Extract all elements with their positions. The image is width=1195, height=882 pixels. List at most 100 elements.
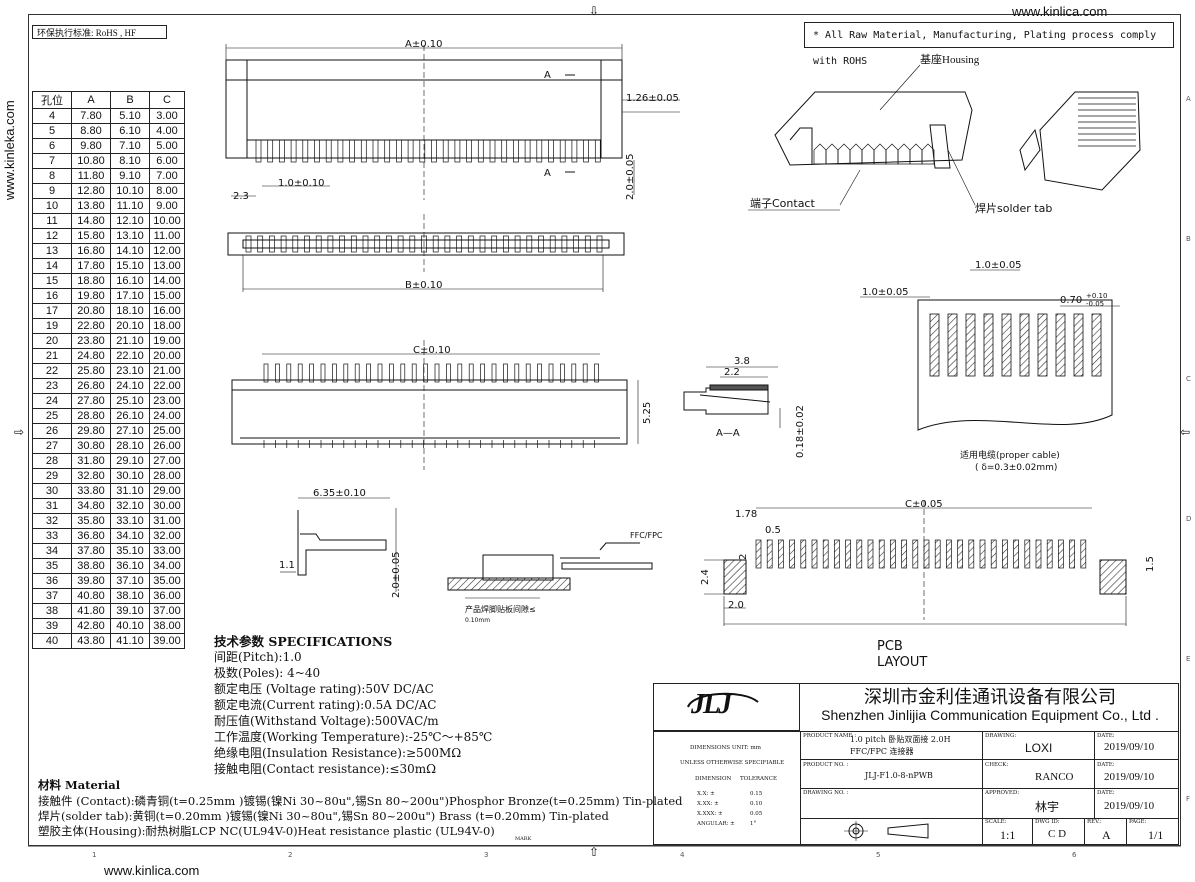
pin: [325, 139, 332, 163]
contact-bar: [1037, 313, 1048, 377]
label-cable-val: ( δ=0.3±0.02mm): [975, 463, 1057, 473]
cell-poles: 40: [32, 633, 72, 649]
title-divider: [653, 731, 1179, 732]
iso-tooth: [825, 143, 839, 165]
section-label: A—A: [716, 428, 740, 439]
cell-a: 16.80: [71, 243, 111, 259]
logo-cell: JLJ: [653, 683, 800, 731]
pin: [377, 363, 383, 383]
pitch-detail-outline: [917, 299, 1113, 431]
pin: [573, 235, 579, 253]
pin: [409, 235, 416, 253]
contact-bar: [965, 313, 976, 377]
tol-head-tolerance: TOLERANCE: [740, 776, 777, 782]
cell-b: 32.10: [110, 498, 150, 514]
product-name: 1.0 pitch 卧贴双面接 2.0H: [850, 735, 951, 744]
cell-b: 28.10: [110, 438, 150, 454]
iso-tooth: [921, 143, 935, 165]
pin: [583, 139, 589, 163]
cell-b: 35.10: [110, 543, 150, 559]
pin: [304, 235, 310, 253]
pin: [560, 363, 565, 383]
dim-0-5: 0.5: [765, 525, 781, 536]
grid-ref-col: 3: [484, 851, 488, 859]
pin: [457, 363, 463, 383]
pin: [582, 363, 588, 383]
pin: [279, 139, 285, 163]
label-housing: 基座Housing: [920, 52, 980, 66]
bottom-url[interactable]: www.kinlica.com: [104, 863, 200, 878]
pin: [514, 363, 520, 383]
rev-label: REV.:: [1087, 819, 1102, 825]
cell-poles: 22: [32, 363, 72, 379]
approved-by: 林宇: [1035, 800, 1060, 814]
pin: [302, 139, 309, 163]
dim-c: C±0.10: [413, 345, 451, 356]
tol-value: 1°: [750, 821, 757, 827]
cell-b: 41.10: [110, 633, 150, 649]
cell-c: 36.00: [149, 588, 185, 604]
pin: [386, 235, 392, 253]
pin: [431, 139, 437, 163]
dim-0-18: 0.18±0.02: [795, 405, 806, 458]
spec-line: 额定电流(Current rating):0.5A DC/AC: [214, 698, 437, 712]
label-layout: LAYOUT: [877, 655, 927, 670]
pin: [374, 235, 381, 253]
pin: [536, 139, 543, 163]
spec-line: 额定电压 (Voltage rating):50V DC/AC: [214, 682, 434, 696]
cell-c: 12.00: [149, 243, 185, 259]
cell-a: 32.80: [71, 468, 111, 484]
pin: [468, 363, 474, 383]
b-view-pins: [245, 235, 603, 253]
pin: [354, 363, 360, 383]
pin: [397, 235, 404, 253]
env-standard: 环保执行标准: RoHS , HF: [32, 25, 167, 39]
grid-ref-row: E: [1186, 655, 1190, 663]
pin: [337, 139, 344, 163]
contact-bar: [1073, 313, 1084, 377]
cell-b: 20.10: [110, 318, 150, 334]
pin: [549, 235, 556, 253]
label-ffc-fpc: FFC/FPC: [630, 531, 663, 540]
top-view-pins: [255, 139, 601, 163]
dwg-id: C D: [1048, 828, 1067, 840]
pcb-pad: [755, 539, 762, 569]
cell-c: 19.00: [149, 333, 185, 349]
pin: [548, 363, 554, 383]
pin: [275, 363, 280, 383]
pcb-pad: [856, 539, 863, 569]
pin: [501, 139, 508, 163]
front-view-pins: [263, 363, 599, 448]
material-line: 塑胶主体(Housing):耐热树脂LCP NC(UL94V-0)Heat re…: [38, 824, 495, 838]
date-1: 2019/09/10: [1104, 741, 1155, 753]
pin: [362, 235, 369, 253]
grid-ref-row: D: [1186, 515, 1191, 523]
cell-c: 10.00: [149, 213, 185, 229]
label-contact: 端子Contact: [750, 197, 815, 210]
dim-unit: DIMENSIONS UNIT: mm: [690, 745, 761, 751]
pin: [442, 139, 449, 163]
cell-poles: 16: [32, 288, 72, 304]
pin: [526, 235, 533, 253]
tol-dimension: X.XX: ±: [697, 801, 719, 807]
dim-6-35: 6.35±0.10: [313, 488, 366, 499]
cell-b: 8.10: [110, 153, 150, 169]
pcb-pad: [1013, 539, 1019, 569]
date-label-3: DATE:: [1097, 790, 1115, 796]
pin: [571, 363, 577, 383]
dim-0-70-tol-up: +0.10: [1086, 292, 1107, 300]
dim-5-25: 5.25: [642, 402, 653, 424]
dim-2-3: 2.3: [233, 191, 249, 202]
check-label: CHECK:: [985, 762, 1009, 768]
fixture-connector: [482, 554, 554, 581]
cell-c: 24.00: [149, 408, 185, 424]
cell-c: 23.00: [149, 393, 185, 409]
cell-a: 35.80: [71, 513, 111, 529]
top-url[interactable]: www.kinlica.com: [1012, 4, 1108, 19]
spec-line: 绝缘电阻(Insulation Resistance):≥500MΩ: [214, 746, 462, 760]
projection-symbol-icon: [844, 821, 929, 841]
